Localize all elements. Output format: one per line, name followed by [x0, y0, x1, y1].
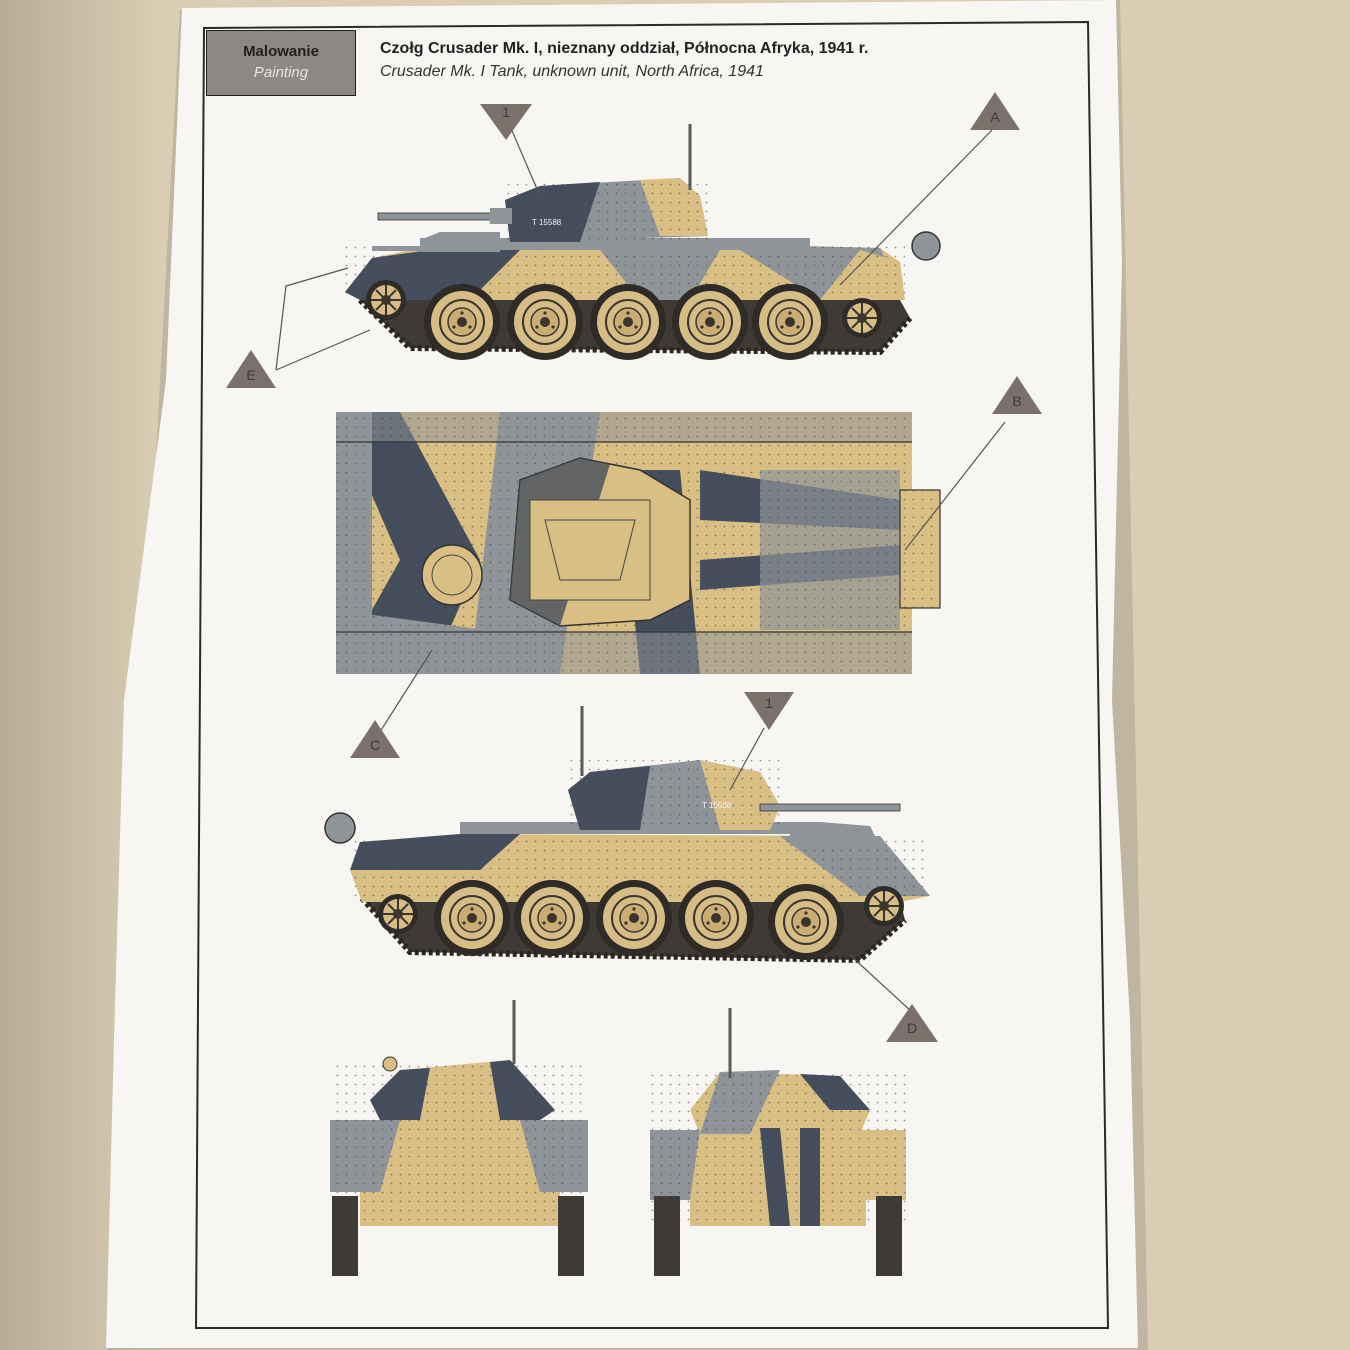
- side-serial-2: T 15588: [702, 801, 732, 810]
- callout-triangle-icon: [350, 720, 400, 758]
- callout-label: C: [369, 737, 381, 753]
- side-serial-1: T 15588: [532, 218, 562, 227]
- callout-label: 1: [765, 695, 773, 711]
- callout-triangles: [226, 92, 1042, 1042]
- callout-triangle-icon: [886, 1004, 938, 1042]
- section-label-pl: Malowanie: [243, 43, 319, 60]
- callout-triangle-icon: [480, 104, 532, 140]
- callout-triangle-icon: [744, 692, 794, 730]
- rear-view: [650, 1008, 906, 1276]
- front-view: [330, 1000, 588, 1276]
- section-label-en: Painting: [253, 64, 309, 81]
- callout-triangle-icon: [226, 350, 276, 388]
- page-title-en: Crusader Mk. I Tank, unknown unit, North…: [380, 63, 764, 80]
- page-title-pl: Czołg Crusader Mk. I, nieznany oddział, …: [380, 40, 869, 57]
- callout-label: 1: [502, 104, 510, 120]
- side-view-right: T 15588: [324, 706, 930, 964]
- callout-label: A: [990, 109, 1000, 125]
- side-view-left: T 15588: [345, 124, 941, 361]
- callout-label: E: [246, 367, 256, 383]
- callout-label: D: [906, 1020, 918, 1036]
- callout-triangle-icon: [970, 92, 1020, 130]
- section-badge: Malowanie Painting: [206, 30, 356, 96]
- top-view: [336, 412, 941, 674]
- page-frame: [194, 20, 1110, 1329]
- callout-triangle-icon: [992, 376, 1042, 414]
- callout-leaders: [275, 125, 1006, 1013]
- callout-label: B: [1012, 393, 1022, 409]
